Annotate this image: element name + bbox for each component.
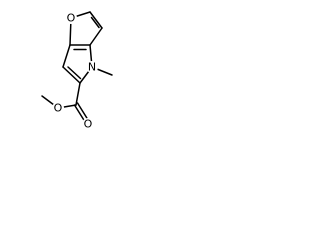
- carbonyl-oxygen-label: O: [84, 118, 93, 131]
- ester-oxygen-atom: O: [52, 102, 64, 115]
- carbonyl-oxygen-atom: O: [82, 118, 94, 131]
- bond-c6-carbonyl-carbon: [75, 82, 81, 106]
- bond-carbonyl-c-o-b: [76, 102, 89, 120]
- furan-oxygen-atom: O: [65, 12, 77, 25]
- pyrrole-nitrogen-atom: N: [86, 61, 98, 74]
- bond-c7a-c7: [62, 44, 71, 68]
- furan-oxygen-label: O: [67, 12, 76, 25]
- bond-c2-c3: [89, 11, 103, 29]
- bond-c2-c3-double: [90, 16, 100, 29]
- atom-labels: O N O O: [52, 12, 98, 131]
- bond-c3-c3a: [89, 27, 103, 46]
- bonds: [41, 11, 113, 122]
- chemical-structure-diagram: O N O O: [41, 11, 113, 131]
- bond-c7-c6: [62, 66, 81, 84]
- pyrrole-nitrogen-label: N: [88, 61, 96, 74]
- bond-carbonyl-c-o-a: [73, 104, 86, 122]
- ester-oxygen-label: O: [54, 102, 63, 115]
- bond-c7-c6-double: [67, 66, 82, 80]
